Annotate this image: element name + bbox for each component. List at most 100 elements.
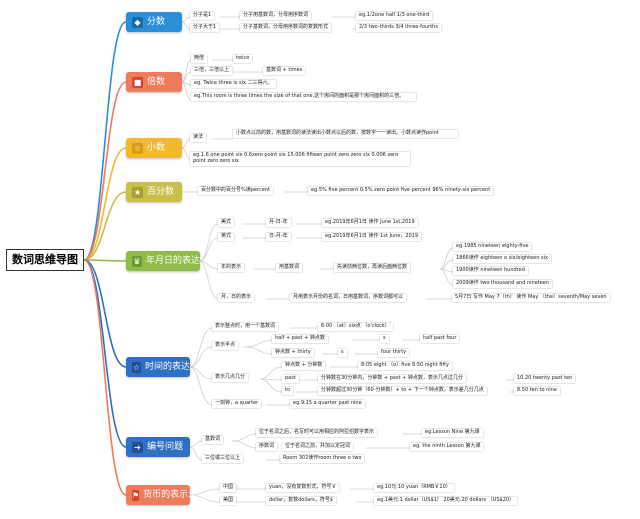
fraction-n2-rule[interactable]: 分子基数词，分母用序数词的复数形式 [240, 24, 332, 32]
time-past-eg[interactable]: 10.20 twenty past ten [514, 375, 576, 383]
branch-decimal-label: 小数 [147, 142, 166, 153]
connector-date [83, 259, 127, 262]
multiple-eg1[interactable]: eg. Twice three is six.二三得六。 [191, 80, 276, 88]
branch-multiple-label: 倍数 [147, 76, 166, 87]
date-month-day[interactable]: 月，日的表示 [218, 294, 255, 302]
branch-currency-label: 货币的表示法 [143, 489, 198, 500]
currency-cn-eg[interactable]: eg.10元:10 yuan（RMB￥10） [374, 484, 454, 492]
date-year-rule2[interactable]: 先读前两位数，再读后面两位数 [334, 264, 411, 272]
numbering-cardinal-rule[interactable]: 位于名词之后，名写时可以用相应的阿拉伯数字表示 [256, 429, 378, 437]
decimal-eg[interactable]: eg.1.6 one point six 0.6zero point six 1… [190, 152, 410, 166]
connector-fraction [83, 21, 127, 261]
branch-time[interactable]: ☆ 时间的表达 [126, 357, 190, 377]
arrow-icon: ➜ [132, 441, 143, 453]
time-half[interactable]: 表示半点 [212, 342, 239, 350]
percent-rule[interactable]: 百分数中的百分号%读percent [198, 187, 273, 195]
date-month-day-eg[interactable]: 5月7日 写作 May 7（th） 读作 May （the）seventh/Ma… [452, 294, 610, 302]
branch-percent[interactable]: ★ 百分数 [126, 182, 182, 202]
time-to[interactable]: to [282, 387, 294, 395]
time-several-eg[interactable]: 8:05 eight （o）five 8:50 night fifty [358, 362, 453, 370]
currency-us[interactable]: 美国 [220, 497, 237, 505]
date-uk-eg[interactable]: eg.2019年6月1日 读作 1st June，2019 [322, 233, 422, 241]
square-icon: ■ [132, 76, 143, 88]
time-half-s2[interactable]: s [338, 349, 347, 357]
time-to-eg[interactable]: 8.50 ten to nine [514, 387, 560, 395]
currency-us-eg[interactable]: eg.1美元:1 dollar（US$1） 20美元:20 dollars （U… [374, 497, 518, 505]
time-past[interactable]: past [282, 375, 299, 383]
time-to-rule[interactable]: 分钟数超过30分钟（60-分钟数）+ to + 下一个钟点数，表示差几分几点 [318, 387, 487, 395]
branch-percent-label: 百分数 [147, 186, 175, 197]
fraction-n2[interactable]: 分子大于1 [190, 24, 220, 32]
fraction-n1[interactable]: 分子是1 [190, 12, 215, 20]
time-whole[interactable]: 表示整点时，用一个基数词 [212, 323, 279, 331]
multiple-three[interactable]: 三倍，三倍以上 [191, 67, 233, 75]
root-node[interactable]: 数词思维导图 [6, 249, 84, 271]
branch-date[interactable]: ♛ 年月日的表达 [126, 251, 200, 271]
connector-numbering [83, 259, 127, 448]
multiple-eg2[interactable]: eg.This room is three times the size of … [191, 93, 416, 101]
flag-icon: ⚑ [132, 489, 140, 501]
date-us[interactable]: 美式 [218, 219, 235, 227]
branch-date-label: 年月日的表达 [145, 255, 200, 266]
date-month-day-rule[interactable]: 月用表示月份的名词，日用基数词，序数词都可以 [290, 294, 407, 302]
branch-fraction[interactable]: ◆ 分数 [126, 12, 182, 32]
branch-currency[interactable]: ⚑ 货币的表示法 [126, 485, 197, 505]
numbering-big-eg[interactable]: Room 302读作room three o two [280, 455, 365, 463]
time-half-eg2[interactable]: four thirty [378, 349, 410, 357]
connector-multiple [83, 81, 127, 261]
time-quarter-eg[interactable]: eg.9:15 a quarter past nine [290, 400, 365, 408]
star-icon: ☆ [132, 361, 141, 373]
connector-time [83, 259, 127, 368]
date-year-rule[interactable]: 用基数词 [276, 264, 303, 272]
connector-decimal [83, 147, 127, 261]
multiple-twice-value[interactable]: twice [233, 55, 253, 63]
connector-currency [83, 259, 127, 496]
branch-fraction-label: 分数 [147, 16, 166, 27]
currency-cn[interactable]: 中国 [220, 484, 237, 492]
numbering-cardinal-eg[interactable]: eg.Lesson Nine 第九课 [422, 429, 483, 437]
time-half-rule1[interactable]: half + past + 钟点数 [272, 335, 328, 343]
decimal-rule[interactable]: 小数点以前的数，用基数词的读法读出小数点以后的数，按数字一一读出。小数点读作po… [233, 130, 458, 138]
date-us-eg[interactable]: eg.2019年6月1日 读作 June 1st,2019 [322, 219, 418, 227]
numbering-cardinal[interactable]: 基数词 [202, 436, 224, 444]
numbering-big[interactable]: 三位或三位以上 [202, 455, 244, 463]
date-year-eg2[interactable]: 1866读作 eighteen o six/eighteen six [453, 255, 551, 263]
branch-numbering-label: 编号问题 [147, 441, 184, 452]
time-several[interactable]: 表示几点几分 [212, 374, 249, 382]
branch-time-label: 时间的表达 [144, 361, 190, 372]
currency-cn-rule[interactable]: yuan，没有复数形式，符号￥ [266, 484, 340, 492]
shield-icon: ◆ [132, 16, 143, 28]
fraction-n2-eg[interactable]: 2/3 two-thirds 3/4 three-fourths [356, 24, 441, 32]
time-whole-eg[interactable]: 6:00 （at）six点 （o'clock） [318, 323, 393, 331]
multiple-twice[interactable]: 两倍 [191, 55, 208, 63]
branch-decimal[interactable]: ☆ 小数 [126, 138, 182, 158]
star-icon: ☆ [132, 142, 143, 154]
date-year[interactable]: 年的表示 [218, 264, 245, 272]
numbering-ordinal-rule[interactable]: 位于名词之前，并加以定冠词 [282, 443, 354, 451]
time-half-s1[interactable]: s [380, 335, 389, 343]
branch-numbering[interactable]: ➜ 编号问题 [126, 437, 190, 457]
time-half-rule2[interactable]: 钟点数 + thirty [272, 349, 314, 357]
currency-us-rule[interactable]: dollar，复数dollars，符号$ [266, 497, 337, 505]
date-year-eg1[interactable]: eg.1985 nineteen eighty-five [453, 243, 532, 251]
date-us-format[interactable]: 月-日-年 [266, 219, 291, 227]
decimal-read[interactable]: 读法 [190, 134, 207, 142]
time-past-rule[interactable]: 分钟数在30分钟内，分钟数 + past + 钟点数，表示几点过几分 [318, 375, 466, 383]
time-several-rule[interactable]: 钟点数 + 分钟数 [282, 362, 326, 370]
connector-percent [83, 191, 127, 261]
date-year-eg4[interactable]: 2009读作 two thousand and nineteen [453, 280, 553, 288]
percent-eg[interactable]: eg.5% five percent 0.5% zero point five … [308, 187, 494, 195]
time-quarter[interactable]: 一刻钟，a quarter [212, 400, 262, 408]
numbering-ordinal-eg[interactable]: eg. the ninth Lesson 第九课 [410, 443, 484, 451]
multiple-three-value[interactable]: 基数词 + times [263, 67, 306, 75]
fraction-n1-rule[interactable]: 分子用基数词，分母用序数词 [240, 12, 312, 20]
date-uk[interactable]: 英式 [218, 233, 235, 241]
time-half-eg1[interactable]: half past four [420, 335, 460, 343]
fraction-n1-eg[interactable]: eg.1/2one half 1/3 one-third [356, 12, 433, 20]
numbering-ordinal[interactable]: 序数词 [256, 443, 278, 451]
trophy-icon: ♛ [132, 255, 142, 267]
date-year-eg3[interactable]: 1900读作 nineteen hundred [453, 267, 528, 275]
branch-multiple[interactable]: ■ 倍数 [126, 72, 182, 92]
date-uk-format[interactable]: 日-月-年 [266, 233, 291, 241]
